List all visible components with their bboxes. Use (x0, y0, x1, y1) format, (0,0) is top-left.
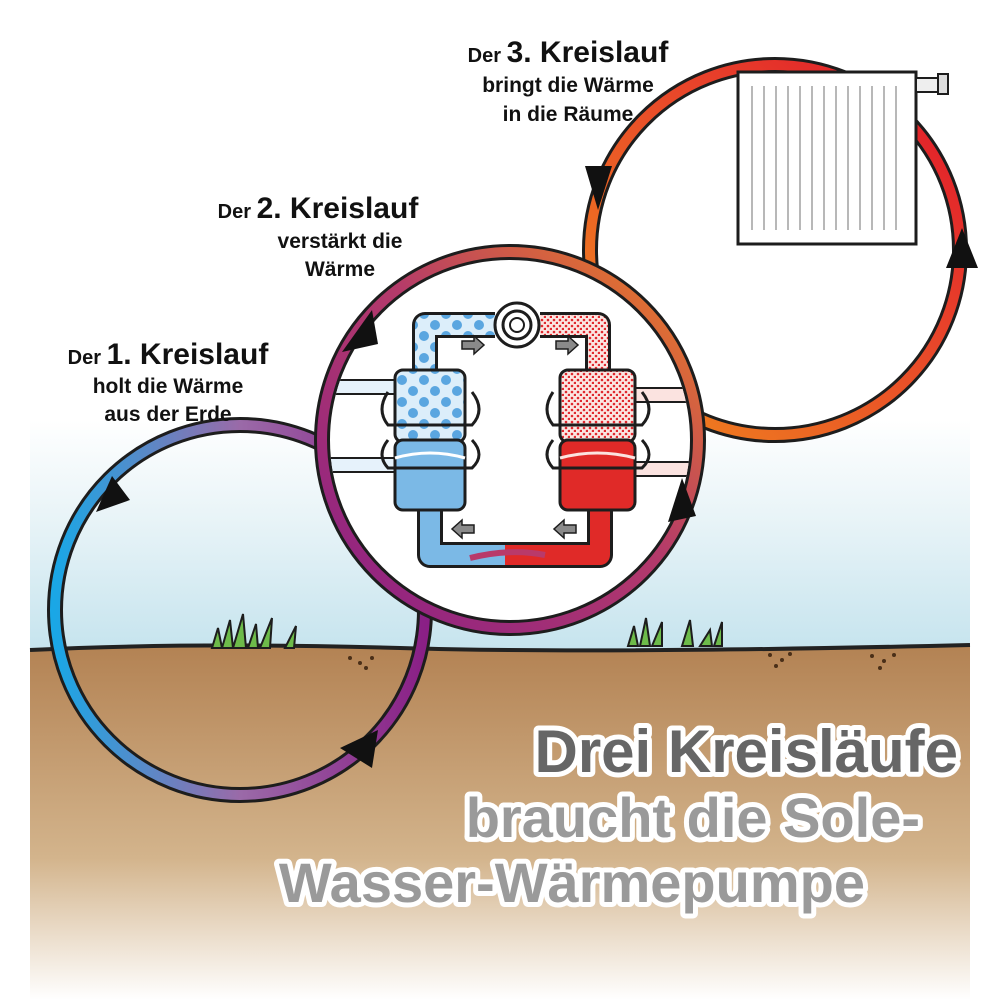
circuit-2-line1: verstärkt die (278, 230, 403, 253)
circuit-3-line1: bringt die Wärme (482, 74, 654, 97)
circuit-3-prefix: Der (468, 45, 507, 67)
arrow-circuit-1-top (96, 476, 130, 512)
circuit-2-line2: Wärme (305, 258, 375, 281)
circuit-3-title: 3. Kreislauf (507, 36, 670, 69)
radiator-icon (736, 70, 949, 246)
compressor-icon (493, 301, 541, 349)
arrow-circuit-1-bottom (340, 730, 378, 768)
headline-line3: Wasser-Wärmepumpe (279, 851, 865, 914)
soil-specks (348, 652, 896, 670)
svg-text:Der 2. Kreislauf: Der 2. Kreislauf (218, 192, 420, 225)
grass-icon (210, 613, 723, 649)
headline-line2: braucht die Sole- (466, 786, 920, 849)
circuit-1-line2: aus der Erde (104, 403, 231, 426)
arrow-circuit-2-right (668, 478, 696, 522)
circuit-1-line1: holt die Wärme (93, 375, 244, 398)
heat-pump (330, 301, 690, 568)
circuit-3-line2: in die Räume (503, 103, 634, 126)
circuit-1-prefix: Der (68, 347, 107, 369)
svg-text:Der 1. Kreislauf: Der 1. Kreislauf (68, 338, 270, 371)
circuit-1-label: Der 1. Kreislauf holt die Wärme aus der … (68, 338, 270, 426)
arrow-circuit-3-left (585, 166, 612, 210)
headline-line1: Drei Kreisläufe (534, 718, 958, 785)
arrow-circuit-3-right (946, 228, 978, 268)
flow-arrow-icon (450, 334, 580, 540)
condenser-icon (545, 368, 651, 512)
headline: Drei Kreisläufe braucht die Sole- Wasser… (274, 713, 963, 919)
soil (30, 645, 970, 1000)
circuit-arrows (96, 166, 978, 768)
evaporator-icon (380, 368, 481, 512)
circuit-2-prefix: Der (218, 201, 257, 223)
circuit-2-title: 2. Kreislauf (257, 192, 420, 225)
arrow-circuit-2-left (342, 310, 378, 352)
circuit-1-title: 1. Kreislauf (107, 338, 270, 371)
svg-text:Der 3. Kreislauf: Der 3. Kreislauf (468, 36, 670, 69)
circuit-2-loop (317, 247, 703, 633)
circuit-3-label: Der 3. Kreislauf bringt die Wärme in die… (468, 36, 670, 126)
circuit-2-label: Der 2. Kreislauf verstärkt die Wärme (218, 192, 420, 281)
